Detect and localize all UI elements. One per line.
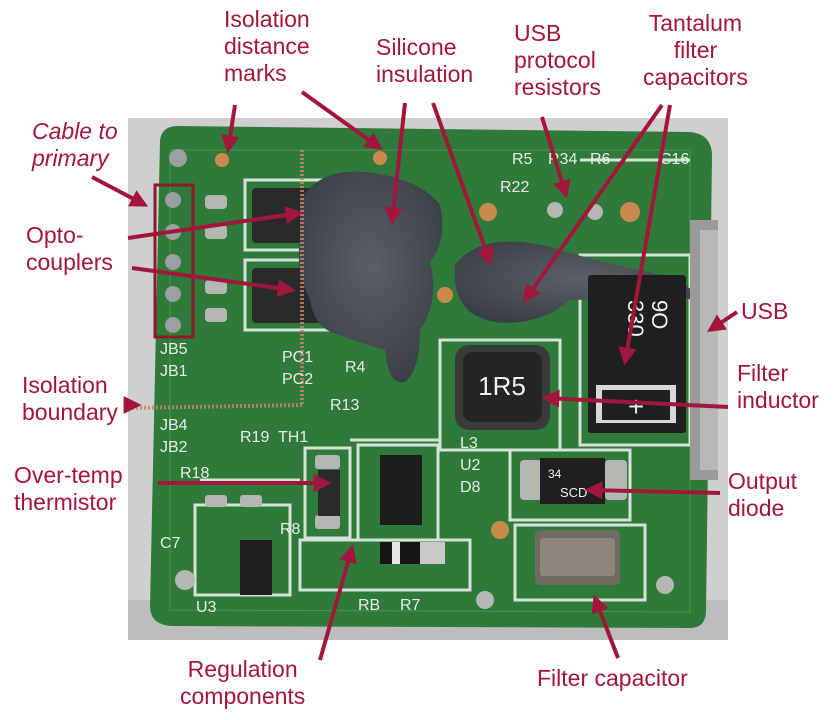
annotation-arrows: [91, 90, 739, 661]
svg-text:JB2: JB2: [160, 439, 188, 456]
svg-text:RB: RB: [358, 597, 380, 614]
svg-text:U3: U3: [196, 599, 217, 616]
diode-marking-a: SCD: [560, 485, 587, 500]
tantalum-marking-b: 9O: [647, 300, 672, 329]
svg-text:R18: R18: [180, 465, 209, 482]
svg-text:PC2: PC2: [282, 371, 313, 388]
svg-text:R19: R19: [240, 429, 269, 446]
svg-text:R22: R22: [500, 179, 529, 196]
svg-text:C16: C16: [660, 151, 689, 168]
svg-text:R5: R5: [512, 151, 533, 168]
svg-text:R6: R6: [590, 151, 611, 168]
svg-text:L3: L3: [460, 435, 478, 452]
silicone-blob: [298, 171, 443, 383]
svg-text:PC1: PC1: [282, 349, 313, 366]
diode-marking-b: 34: [548, 467, 562, 481]
label-filter-capacitor: Filter capacitor: [537, 665, 688, 691]
label-optocouplers: Opto-couplers: [26, 222, 113, 275]
inductor-marking: 1R5: [478, 371, 526, 401]
svg-text:TH1: TH1: [278, 429, 308, 446]
svg-text:JB5: JB5: [160, 341, 188, 358]
svg-text:R7: R7: [400, 597, 421, 614]
svg-text:D8: D8: [460, 479, 481, 496]
svg-text:JB4: JB4: [160, 417, 188, 434]
svg-text:U2: U2: [460, 457, 481, 474]
svg-text:C7: C7: [160, 535, 181, 552]
label-usb: USB: [741, 298, 789, 324]
tantalum-polarity: +: [628, 391, 644, 422]
svg-text:R4: R4: [345, 359, 366, 376]
svg-text:R13: R13: [330, 397, 359, 414]
svg-text:JB1: JB1: [160, 363, 188, 380]
svg-text:R8: R8: [280, 521, 301, 538]
